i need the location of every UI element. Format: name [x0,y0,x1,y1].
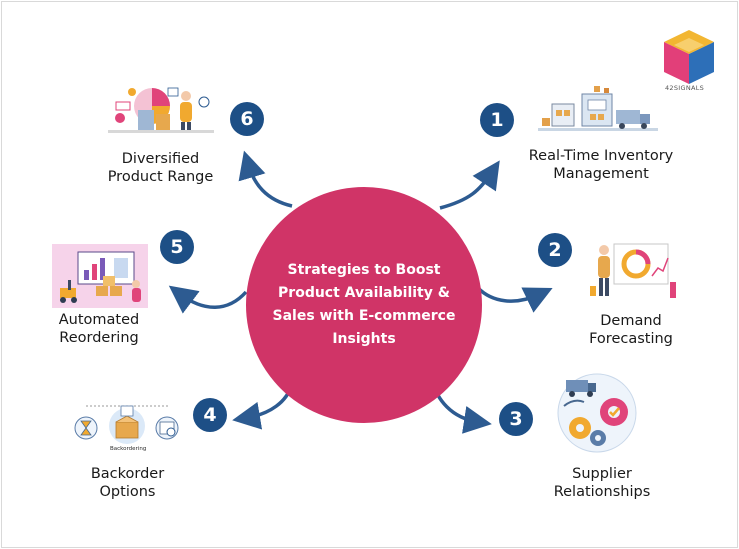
badge-6: 6 [230,102,264,136]
badge-2: 2 [538,233,572,267]
label-line: Forecasting [589,331,673,347]
label-line: Diversified [121,151,200,167]
label-strategy-4: Backorder Options [70,465,185,501]
arrow-to-5 [168,285,248,314]
label-strategy-5: Automated Reordering [44,311,154,347]
label-line: Options [99,484,156,500]
arrow-to-1 [439,160,500,210]
brand-name: 42SIGNALS [665,84,705,92]
label-strategy-1: Real-Time Inventory Management [516,147,686,183]
hub-title: Strategies to Boost Product Availability… [272,262,456,347]
label-line: Reordering [59,330,139,346]
forecast-chart-icon [590,243,676,298]
label-line: Supplier [572,466,632,482]
product-range-icon [108,87,214,133]
badge-3: 3 [499,402,533,436]
label-line: Automated [58,312,140,328]
label-line: Relationships [553,484,651,500]
badge-4: 4 [193,398,227,432]
label-line: Backorder [90,466,165,482]
badge-5: 5 [160,230,194,264]
label-line: Real-Time Inventory [528,148,674,164]
label-strategy-3: Supplier Relationships [543,465,661,501]
label-strategy-6: Diversified Product Range [98,150,223,186]
supply-gears-icon [557,373,637,453]
brand-cube-logo-icon [664,30,714,84]
badge-1: 1 [480,103,514,137]
label-line: Demand [600,313,662,329]
arrow-to-6 [238,150,293,208]
backorder-icon [74,405,179,444]
backordering-tag: Backordering [110,446,147,452]
label-line: Management [553,166,649,182]
label-line: Product Range [107,169,214,185]
arrow-to-2 [476,286,553,313]
label-strategy-2: Demand Forecasting [576,312,686,348]
center-hub: Strategies to Boost Product Availability… [246,187,482,423]
warehouse-trucks-icon [538,86,658,131]
auto-reorder-icon [52,244,148,308]
